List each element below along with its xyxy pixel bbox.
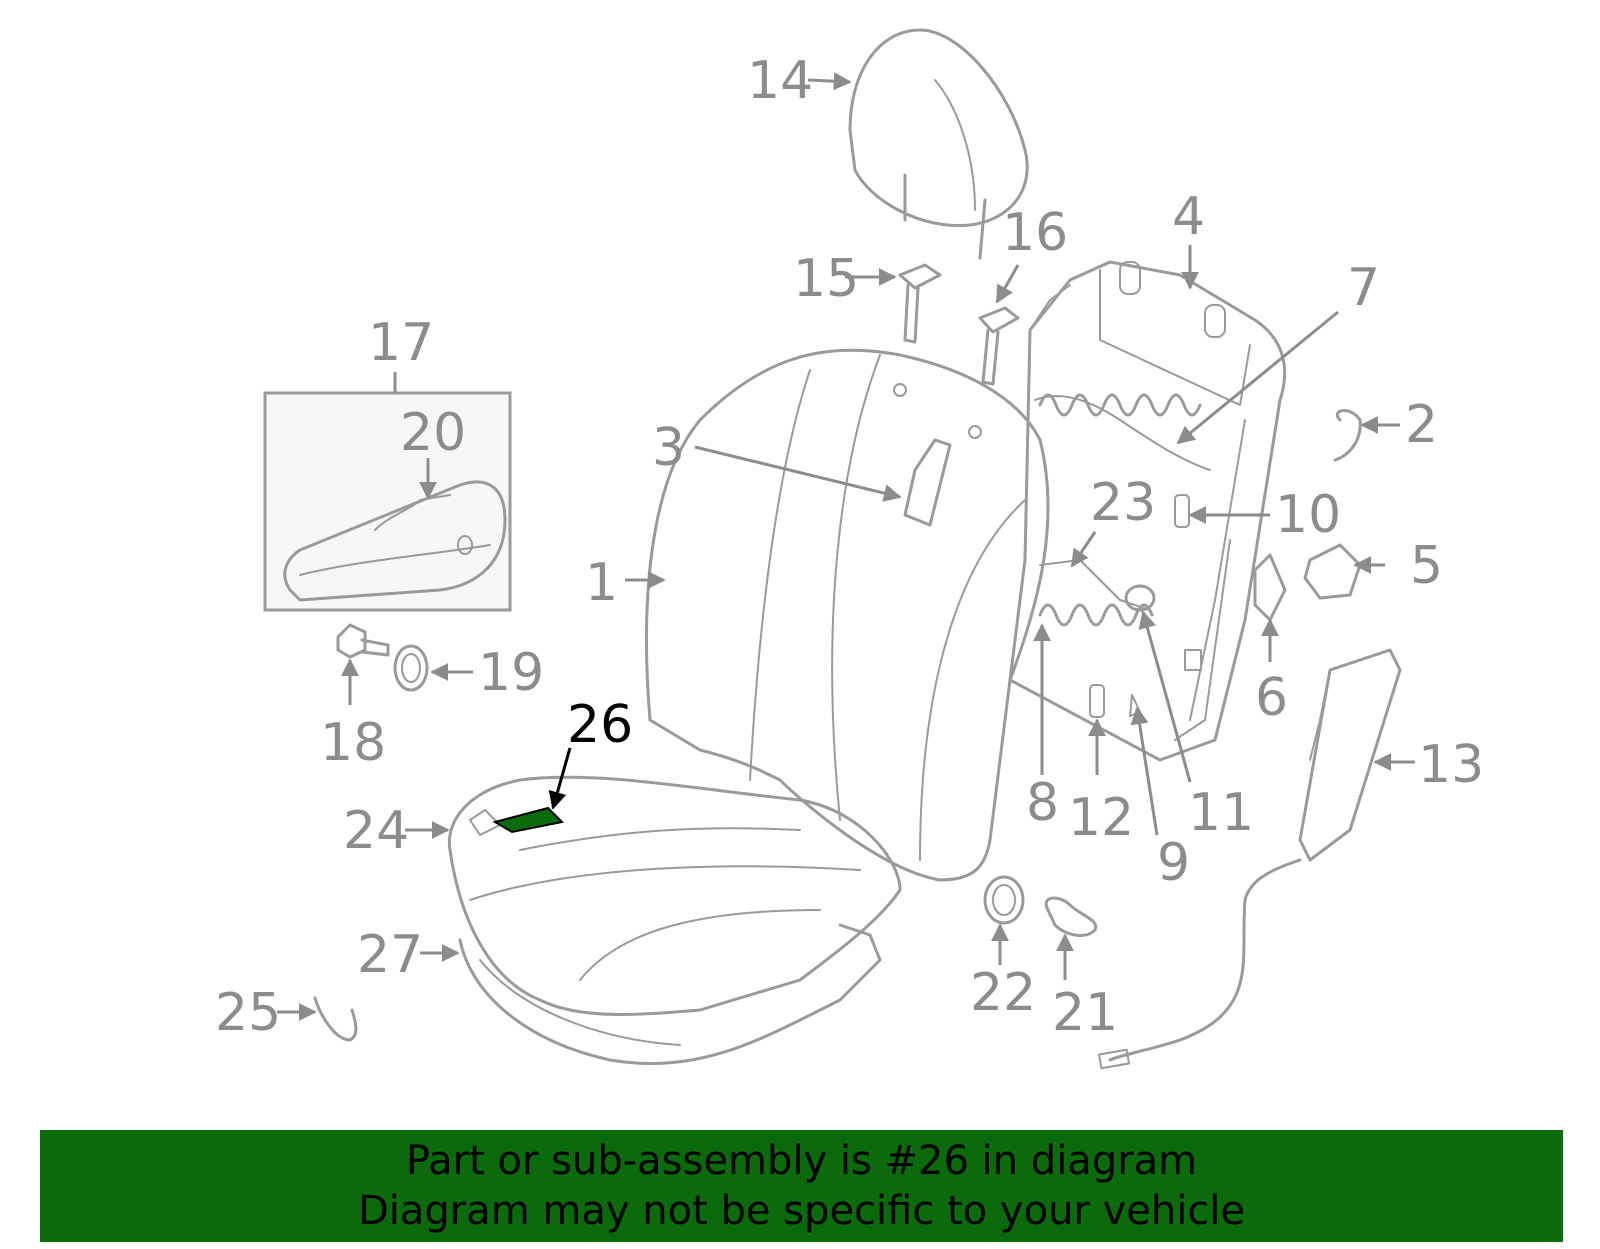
callout-17: 17 bbox=[368, 313, 434, 373]
callout-27: 27 bbox=[357, 925, 423, 985]
seat-cushion-part bbox=[447, 775, 902, 1065]
callout-23: 23 bbox=[1090, 473, 1156, 533]
highlighted-part-26 bbox=[492, 806, 565, 834]
callout-15: 15 bbox=[793, 249, 859, 309]
leader-lines bbox=[277, 72, 1415, 1021]
side-airbag-part bbox=[1097, 648, 1402, 1070]
callout-13: 13 bbox=[1418, 735, 1484, 795]
callout-10: 10 bbox=[1275, 485, 1341, 545]
callout-14: 14 bbox=[747, 51, 813, 111]
callout-8: 8 bbox=[1026, 773, 1059, 833]
callout-20: 20 bbox=[400, 403, 466, 463]
part-info-banner: Part or sub-assembly is #26 in diagram D… bbox=[40, 1130, 1563, 1242]
seatback-cushion-part bbox=[645, 348, 1050, 882]
callout-7: 7 bbox=[1347, 258, 1380, 318]
callout-22: 22 bbox=[970, 963, 1036, 1023]
armrest-inset-box bbox=[263, 391, 512, 612]
spring-parts bbox=[1038, 393, 1202, 627]
callout-1: 1 bbox=[585, 553, 618, 613]
callout-21: 21 bbox=[1052, 983, 1118, 1043]
callout-6: 6 bbox=[1255, 668, 1288, 728]
callout-16: 16 bbox=[1002, 203, 1068, 263]
banner-line-1: Part or sub-assembly is #26 in diagram bbox=[405, 1138, 1198, 1184]
callout-12: 12 bbox=[1068, 788, 1134, 848]
callout-3: 3 bbox=[652, 418, 685, 478]
callout-5: 5 bbox=[1410, 536, 1443, 596]
callout-24: 24 bbox=[343, 801, 409, 861]
bolt-washer-parts bbox=[336, 623, 429, 692]
callout-18: 18 bbox=[320, 713, 386, 773]
callout-9: 9 bbox=[1157, 833, 1190, 893]
banner-line-2: Diagram may not be specific to your vehi… bbox=[357, 1188, 1246, 1234]
headrest-guide-parts bbox=[898, 263, 1020, 386]
callout-11: 11 bbox=[1188, 783, 1254, 843]
small-fastener-parts bbox=[1089, 409, 1362, 718]
seatback-frame-part bbox=[1008, 260, 1287, 762]
callout-26: 26 bbox=[567, 695, 633, 755]
callout-2: 2 bbox=[1405, 395, 1438, 455]
callout-25: 25 bbox=[215, 983, 281, 1043]
callout-19: 19 bbox=[478, 643, 544, 703]
callout-4: 4 bbox=[1172, 187, 1205, 247]
headrest-part bbox=[848, 28, 1029, 260]
